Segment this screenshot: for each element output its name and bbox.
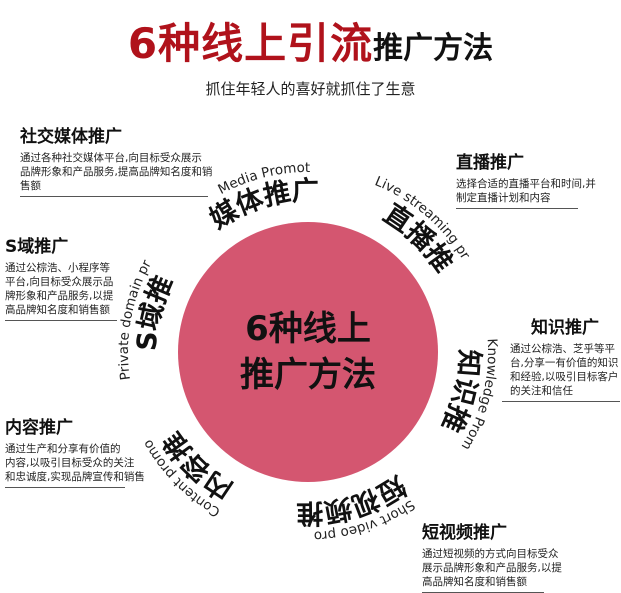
segment-private-zh: S域推广 [0,168,197,567]
card-short-video: 短视频推广 通过短视频的方式向目标受众 展示品牌形象和产品服务,以提 高品牌知名… [422,518,582,593]
card-desc-line: 通过公棕浩、芝乎等平 [510,343,615,355]
card-desc-line: 制定直播计划和内容 [456,192,551,204]
card-title: 内容推广 [5,418,73,438]
card-knowledge: 知识推广 通过公棕浩、芝乎等平 台,分享一有价值的知识 和经验,以吸引目标客户 … [502,313,620,402]
page-title: 6种线上引流推广方法 [0,10,621,71]
card-desc-line: 通过生产和分享有价值的 [5,443,121,455]
card-desc-line: 台,分享一有价值的知识 [510,357,619,369]
page-subtitle: 抓住年轻人的喜好就抓住了生意 [205,80,416,98]
card-desc-line: 和经验,以吸引目标客户 [510,371,619,383]
card-title: 社交媒体推广 [20,127,122,147]
card-title: 短视频推广 [422,523,507,543]
card-desc-line: 高品牌知名度和销售额 [5,304,110,316]
divider [5,487,125,488]
card-title: S域推广 [5,237,69,257]
card-desc-line: 品牌形象和产品服务,提高品牌知名度和销售额 [20,166,213,192]
divider [456,208,578,209]
center-circle [178,222,438,482]
card-desc-line: 内容,以吸引目标受众的关注 [5,457,135,469]
card-desc-line: 高品牌知名度和销售额 [422,576,527,588]
divider [20,196,208,197]
center-title-line1: 6种线上 [245,309,371,349]
divider [5,320,117,321]
segment-private-en: Private domain promotion [0,171,189,556]
card-desc-line: 通过公棕浩、小程序等 [5,262,110,274]
card-social-media: 社交媒体推广 通过各种社交媒体平台,向目标受众展示 品牌形象和产品服务,提高品牌… [20,122,215,197]
center-title-line2: 推广方法 [240,355,376,395]
card-desc-line: 的关注和信任 [510,385,573,397]
card-desc-line: 通过各种社交媒体平台,向目标受众展示 [20,152,202,164]
title-suffix: 推广方法 [373,31,494,66]
card-desc-line: 平台,向目标受众展示品 [5,276,114,288]
svg-text:Private domain promotion: Private domain promotion [0,171,189,556]
card-desc-line: 选择合适的直播平台和时间,并 [456,178,596,190]
card-desc-line: 牌形象和产品服务,以提 [5,290,114,302]
card-title: 直播推广 [456,153,524,173]
card-desc-line: 通过短视频的方式向目标受众 [422,548,559,560]
title-highlight: 6种线上引流 [127,19,374,68]
segment-media: 媒体推广 Media Promotion [0,0,319,235]
card-desc-line: 展示品牌形象和产品服务,以提 [422,562,562,574]
card-content: 内容推广 通过生产和分享有价值的 内容,以吸引目标受众的关注 和忠诚度,实现品牌… [5,413,145,488]
card-title: 知识推广 [531,318,599,338]
card-desc-line: 和忠诚度,实现品牌宣传和销售 [5,471,145,483]
svg-text:S域推广: S域推广 [0,168,197,567]
divider [502,401,620,402]
card-live-streaming: 直播推广 选择合适的直播平台和时间,并 制定直播计划和内容 [456,148,616,209]
card-private-domain: S域推广 通过公棕浩、小程序等 平台,向目标受众展示品 牌形象和产品服务,以提 … [5,232,117,321]
segment-private: S域推广 Private domain promotion [0,168,197,567]
